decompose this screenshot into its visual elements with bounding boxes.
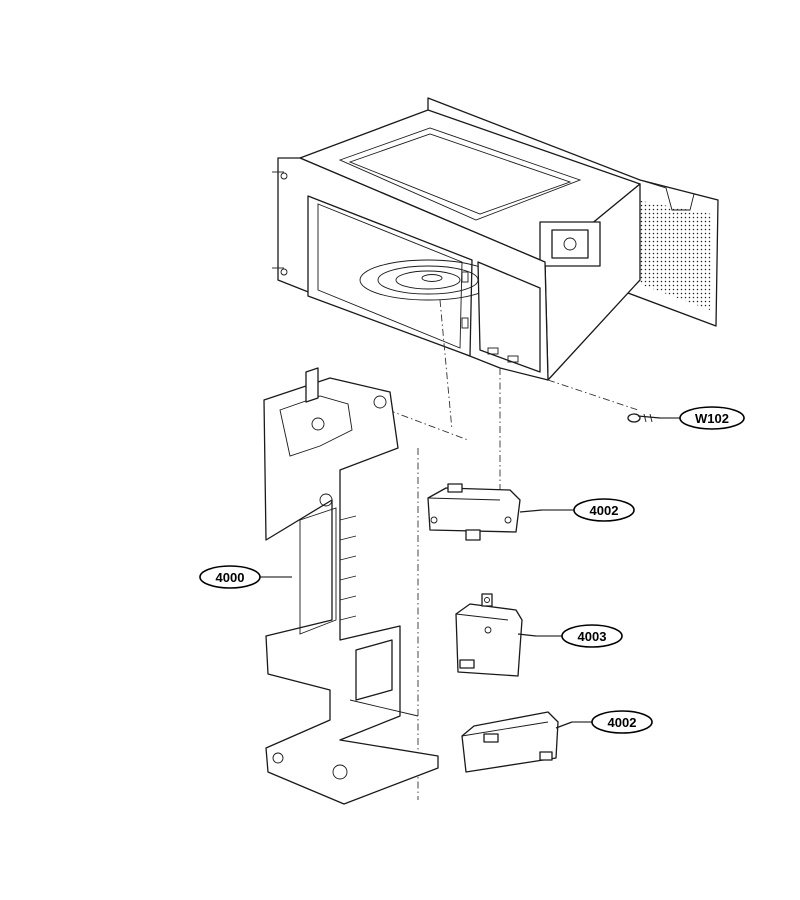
callout-4000: 4000: [199, 565, 292, 589]
switch-4002-lower: [461, 711, 573, 773]
callout-4003-label: 4003: [578, 629, 607, 644]
callout-4003: 4003: [536, 624, 623, 648]
callout-4002-lower-label: 4002: [608, 715, 637, 730]
alignment-lines: [387, 299, 639, 800]
microwave-cavity-assembly: [272, 97, 719, 381]
callout-4002-upper-label: 4002: [590, 503, 619, 518]
screw-w102: [627, 413, 661, 423]
switch-4003: [455, 593, 537, 677]
latch-board: [263, 367, 439, 805]
callout-4002-upper: 4002: [542, 498, 635, 522]
callout-4002-lower: 4002: [572, 710, 653, 734]
callout-w102-label: W102: [695, 411, 729, 426]
callout-4000-label: 4000: [216, 570, 245, 585]
callout-w102: W102: [660, 406, 745, 430]
switch-4002-upper: [427, 483, 543, 541]
